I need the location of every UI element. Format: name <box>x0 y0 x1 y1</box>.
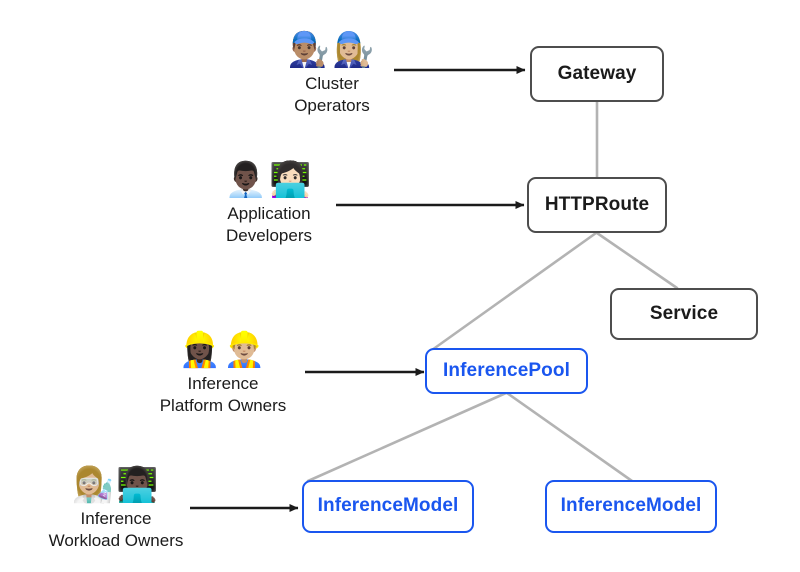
persona-cluster-operators: 👨🏽‍🔧👩🏼‍🔧 Cluster Operators <box>212 33 452 117</box>
cluster-operators-label: Cluster Operators <box>294 74 370 115</box>
inference-platform-owners-icon: 👷🏿‍♀️👷🏼‍♂️ <box>178 330 268 370</box>
persona-inference-workload-owners: 👩🏼‍🔬👨🏿‍💻 Inference Workload Owners <box>0 468 236 552</box>
persona-application-developers: 👨🏿‍💼👩🏻‍💻 Application Developers <box>149 163 389 247</box>
cluster-operators-icon: 👨🏽‍🔧👩🏼‍🔧 <box>287 30 377 70</box>
node-service-label: Service <box>649 302 719 324</box>
node-inferencemodel-left-label: InferenceModel <box>317 495 459 517</box>
persona-inference-platform-owners: 👷🏿‍♀️👷🏼‍♂️ Inference Platform Owners <box>103 333 343 417</box>
edge-httproute-service <box>595 231 679 290</box>
node-gateway[interactable]: Gateway <box>530 46 664 102</box>
node-httproute-label: HTTPRoute <box>544 193 650 215</box>
edge-httproute-inferencepool <box>430 231 598 352</box>
inference-platform-owners-label: Inference Platform Owners <box>159 374 287 415</box>
node-httproute[interactable]: HTTPRoute <box>527 177 667 233</box>
node-inferencemodel-left[interactable]: InferenceModel <box>302 480 474 533</box>
edge-inferencepool-model-right <box>505 391 634 483</box>
node-service[interactable]: Service <box>610 288 758 340</box>
node-inferencemodel-right[interactable]: InferenceModel <box>545 480 717 533</box>
node-inferencemodel-right-label: InferenceModel <box>560 495 702 517</box>
node-gateway-label: Gateway <box>557 62 637 84</box>
inference-workload-owners-label: Inference Workload Owners <box>48 509 184 550</box>
application-developers-icon: 👨🏿‍💼👩🏻‍💻 <box>224 160 314 200</box>
application-developers-label: Application Developers <box>226 204 312 245</box>
node-inferencepool-label: InferencePool <box>443 359 570 381</box>
inference-workload-owners-icon: 👩🏼‍🔬👨🏿‍💻 <box>71 465 161 505</box>
node-inferencepool[interactable]: InferencePool <box>425 348 588 394</box>
